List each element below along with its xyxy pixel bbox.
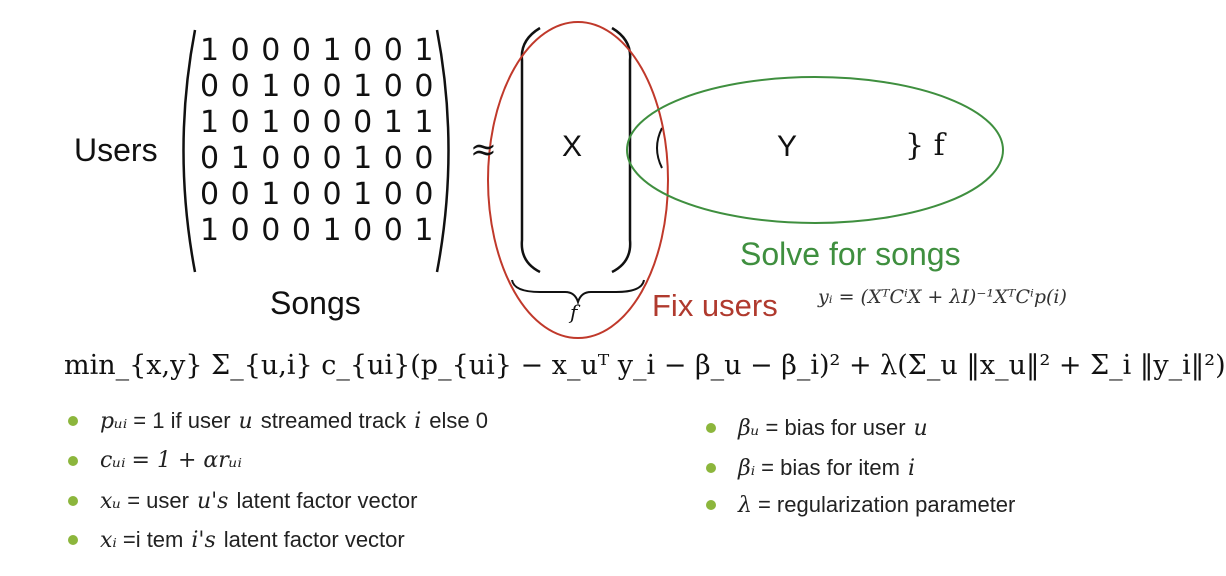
bullet-text: = 1 if user	[133, 408, 231, 433]
bullet-item-c: cᵤᵢ = 1 + αrᵤᵢ	[68, 448, 242, 473]
objective-formula: min_{x,y} Σ_{u,i} c_{ui}(p_{ui} − x_uᵀ y…	[64, 350, 1226, 381]
fix-users-label: Fix users	[652, 288, 778, 323]
solve-for-songs-label: Solve for songs	[740, 236, 961, 272]
bullet-dot	[68, 496, 78, 506]
bullet-item-xi: xᵢ =i tem i's latent factor vector	[68, 527, 405, 553]
x-left-bracket	[520, 26, 541, 274]
bullet-var: u	[913, 415, 928, 441]
bullet-text: streamed track	[260, 408, 407, 433]
bullet-item-beta-u: βᵤ = bias for user u	[706, 415, 936, 441]
bullet-text: = bias for item	[761, 455, 900, 480]
bullet-item-p: pᵤᵢ = 1 if user u streamed track i else …	[68, 408, 488, 434]
users-label: Users	[74, 132, 158, 168]
bullet-text: = bias for user	[765, 415, 906, 440]
fix-users-ellipse	[487, 21, 669, 339]
bullet-dot	[68, 416, 78, 426]
update-rule-formula: yᵢ = (XᵀCⁱX + λI)⁻¹XᵀCⁱp(i)	[818, 286, 1067, 308]
bullet-item-lambda: λ = regularization parameter	[706, 492, 1015, 518]
approx-symbol: ≈	[470, 130, 497, 168]
rating-matrix: 1 0 0 0 1 0 0 1 0 0 1 0 0 1 0 0 1 0 1 0 …	[200, 33, 434, 249]
bullet-text: = 1 + αrᵤᵢ	[131, 448, 242, 473]
x-right-bracket	[611, 26, 632, 274]
bullet-symbol: xᵤ	[100, 488, 122, 514]
bullet-symbol: cᵤᵢ	[100, 448, 126, 473]
bullet-var: i	[907, 455, 915, 481]
matrix-row: 0 0 1 0 0 1 0 0	[200, 69, 435, 104]
matrix-row: 1 0 1 0 0 0 1 1	[200, 105, 435, 140]
bullet-text: latent factor vector	[223, 527, 405, 552]
underbrace-f-label: f	[570, 300, 578, 324]
bullet-var: i	[414, 408, 422, 434]
solve-songs-ellipse	[626, 76, 1004, 224]
x-underbrace	[511, 279, 645, 306]
bullet-item-beta-i: βᵢ = bias for item i	[706, 455, 923, 481]
bullet-dot	[706, 500, 716, 510]
bullet-text: else 0	[429, 408, 488, 433]
matrix-row: 1 0 0 0 1 0 0 1	[200, 33, 435, 68]
matrix-row: 0 0 1 0 0 1 0 0	[200, 177, 435, 212]
x-block-label: X	[562, 130, 583, 163]
bullet-dot	[706, 463, 716, 473]
bullet-text: latent factor vector	[236, 488, 418, 513]
bullet-var: i's	[191, 527, 216, 553]
bullet-dot	[68, 535, 78, 545]
matrix-left-paren	[182, 29, 197, 273]
bullet-item-xu: xᵤ = user u's latent factor vector	[68, 488, 417, 514]
matrix-row: 0 1 0 0 0 1 0 0	[200, 141, 435, 176]
bullet-text: = regularization parameter	[757, 492, 1016, 517]
diagram-shapes	[182, 21, 1004, 339]
bullet-text: = user	[127, 488, 189, 513]
bullet-symbol: βᵤ	[738, 415, 760, 441]
bullet-var: u	[238, 408, 253, 434]
y-block-label: Y	[777, 130, 798, 163]
matrix-right-paren	[435, 29, 450, 273]
y-paren-brace-f: } f	[905, 128, 945, 163]
bullet-symbol: βᵢ	[738, 455, 756, 481]
bullet-symbol: xᵢ	[100, 527, 117, 553]
bullet-dot	[68, 455, 78, 466]
y-left-paren	[656, 127, 663, 169]
songs-label: Songs	[270, 285, 361, 321]
matrix-row: 1 0 0 0 1 0 0 1	[200, 213, 435, 248]
bullet-text: =i tem	[122, 527, 184, 552]
bullet-symbol: pᵤᵢ	[100, 408, 128, 434]
bullet-symbol: λ	[738, 492, 752, 518]
bullet-dot	[706, 423, 716, 433]
bullet-var: u's	[196, 488, 229, 514]
